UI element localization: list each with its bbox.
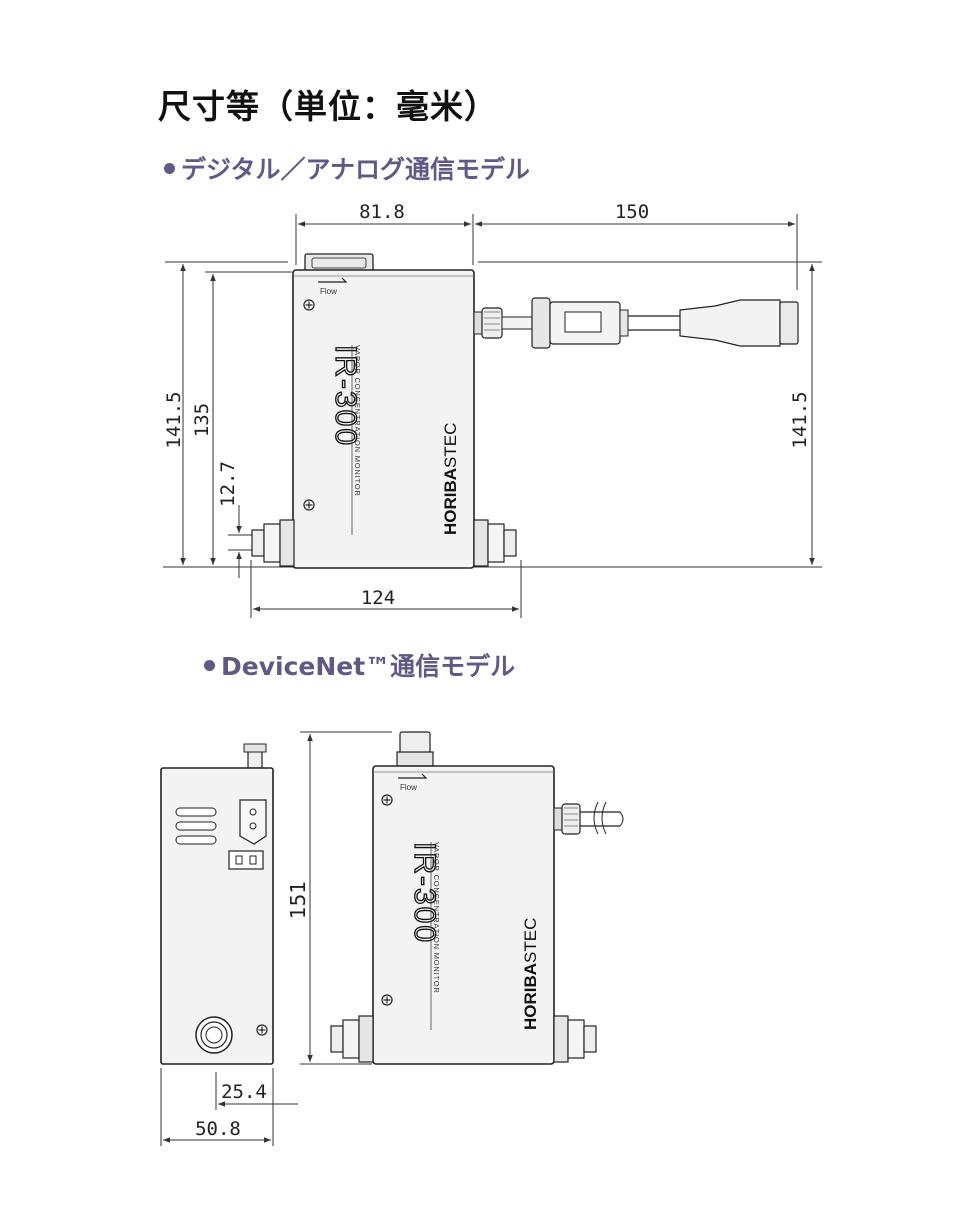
flow-label: Flow bbox=[400, 783, 417, 792]
fitting-right bbox=[473, 519, 517, 567]
section-heading-digital-analog: デジタル／アナログ通信モデル bbox=[164, 150, 530, 186]
subtitle-label: VAPOR CONCENTRATION MONITOR bbox=[353, 345, 362, 497]
bullet-dot bbox=[164, 162, 175, 174]
brand-label: HORIBASTEC bbox=[521, 918, 540, 1030]
device-body bbox=[292, 269, 475, 569]
cable-stub bbox=[553, 801, 624, 835]
model-label: IR-300 bbox=[329, 345, 362, 447]
dim-height-151: 151 bbox=[286, 881, 310, 919]
diagram-digital-analog: 81.8 150 141.5 135 12.7 141.5 124 bbox=[163, 201, 822, 618]
fitting-right bbox=[553, 1015, 597, 1063]
fitting-left bbox=[330, 1015, 374, 1063]
subtitle-label: VAPOR CONCENTRATION MONITOR bbox=[432, 842, 441, 994]
dim-height-135: 135 bbox=[191, 403, 213, 437]
flow-label: Flow bbox=[320, 287, 337, 296]
model-label: IR-300 bbox=[408, 842, 441, 944]
dim-height-141-5-right: 141.5 bbox=[789, 391, 811, 448]
section-label: デジタル／アナログ通信モデル bbox=[181, 155, 531, 184]
dim-height-141-5-left: 141.5 bbox=[163, 391, 185, 448]
dim-side-50-8: 50.8 bbox=[195, 1118, 241, 1140]
fitting-left bbox=[251, 519, 295, 567]
dim-fitting-12-7: 12.7 bbox=[217, 461, 239, 507]
brand-label: HORIBASTEC bbox=[441, 423, 460, 535]
dim-width-81-8: 81.8 bbox=[359, 201, 405, 223]
dim-side-25-4: 25.4 bbox=[221, 1081, 267, 1103]
cable-connector bbox=[473, 297, 799, 349]
dim-bottom-124: 124 bbox=[361, 587, 395, 609]
section-heading-devicenet: DeviceNet™通信モデル bbox=[204, 647, 515, 683]
bullet-dot bbox=[204, 659, 215, 671]
dim-cable-150: 150 bbox=[615, 201, 649, 223]
device-front-view bbox=[372, 765, 555, 1065]
page-title: 尺寸等（単位：毫米） bbox=[158, 87, 498, 126]
section-label: DeviceNet™通信モデル bbox=[221, 652, 516, 681]
diagram-devicenet: 25.4 50.8 151 Flow IR-300 VAPOR CONCENTR… bbox=[160, 731, 624, 1146]
